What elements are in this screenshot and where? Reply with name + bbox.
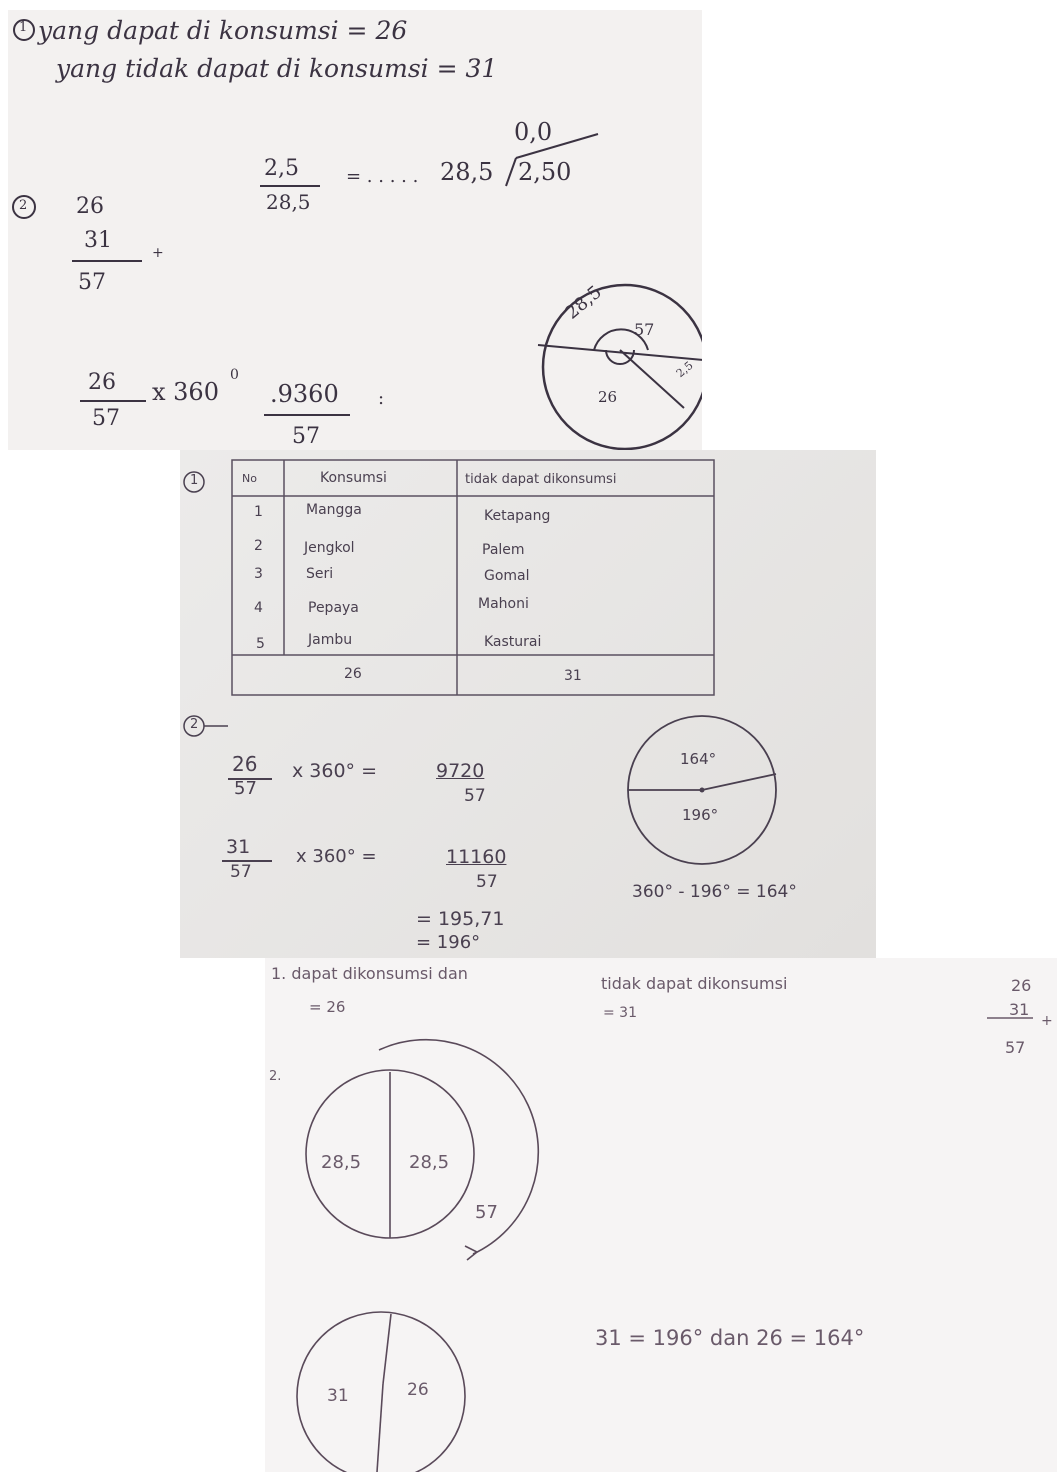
photo1-pie <box>541 283 702 450</box>
photo2-eq1-line <box>228 778 272 780</box>
photo1-add-line <box>72 260 142 262</box>
table-row-1-tidak: Ketapang <box>484 508 551 524</box>
photo1-add-sum: 57 <box>78 270 106 295</box>
photo3-circle2-right: 26 <box>407 1380 429 1400</box>
photo1-longdiv-dividend: 2,50 <box>518 158 572 186</box>
photo2-eq2-den: 57 <box>230 862 252 882</box>
photo3-item1-a: 1. dapat dikonsumsi dan <box>271 964 468 983</box>
photo3-circle1-right: 28,5 <box>409 1152 450 1173</box>
photo1-num1: 1 <box>19 20 28 35</box>
photo2-eq1-op: x 360° = <box>292 760 378 782</box>
photo2-drawings <box>183 459 777 865</box>
table-row-3-no: 3 <box>254 566 263 582</box>
photo3-item2: 2. <box>269 1069 282 1084</box>
table-total-konsumsi: 26 <box>344 666 362 682</box>
photo1-frac2-den: 57 <box>92 406 120 431</box>
photo-notes-3: 1. dapat dikonsumsi dan = 26 tidak dapat… <box>265 958 1057 1472</box>
photo1-pie-label-b: 57 <box>634 320 655 339</box>
table-header-tidak: tidak dapat dikonsumsi <box>465 472 617 487</box>
table-total-tidak: 31 <box>564 668 582 684</box>
photo3-drawings <box>296 1017 1033 1472</box>
photo3-result: 31 = 196° dan 26 = 164° <box>595 1326 865 1350</box>
photo1-longdiv-quotient: 0,0 <box>514 118 553 146</box>
photo3-circle1-outer: 57 <box>475 1202 498 1223</box>
photo3-item1-a-val: = 26 <box>309 998 346 1016</box>
photo3-circle2-left: 31 <box>327 1386 349 1406</box>
photo1-res-line <box>264 414 350 416</box>
photo1-dots: = . . . . . <box>346 166 419 187</box>
photo3-circle2 <box>296 1311 466 1472</box>
photo2-eq1-res-den: 57 <box>464 786 486 806</box>
table-row-1-no: 1 <box>254 504 263 520</box>
photo2-subtraction: 360° - 196° = 164° <box>632 882 797 902</box>
table-row-4-no: 4 <box>254 600 263 616</box>
photo1-line1: yang dapat di konsumsi = 26 <box>38 16 408 45</box>
photo1-res-den: 57 <box>292 424 320 449</box>
photo2-eq2-step1: = 195,71 <box>416 908 505 930</box>
photo1-add-a: 26 <box>76 194 104 219</box>
table-row-5-konsumsi: Jambu <box>308 632 353 648</box>
photo2-eq2-line <box>222 860 272 862</box>
table-header-no: No <box>242 472 257 485</box>
table-row-2-tidak: Palem <box>482 542 525 558</box>
photo2-eq2-step2: = 196° <box>416 932 481 953</box>
photo3-sum-b: 31 <box>1009 1000 1030 1019</box>
photo2-eq1-res-num: 9720 <box>436 760 485 782</box>
photo2-pie-bottom: 196° <box>682 806 719 824</box>
table-row-5-no: 5 <box>256 636 265 652</box>
photo1-line2: yang tidak dapat di konsumsi = 31 <box>56 54 498 83</box>
photo2-eq1-num: 26 <box>232 752 258 776</box>
photo1-frac-top-line <box>260 185 320 187</box>
table-row-4-konsumsi: Pepaya <box>308 600 359 616</box>
photo2-eq2-res-num: 11160 <box>446 846 507 868</box>
photo1-frac2-line <box>80 400 146 402</box>
photo1-add-b: 31 <box>84 228 112 253</box>
photo1-frac-top-den: 28,5 <box>266 190 311 214</box>
photo1-frac2-num: 26 <box>88 370 116 395</box>
photo3-item1-b-val: = 31 <box>603 1005 637 1021</box>
photo1-drawings <box>12 19 702 450</box>
photo2-pie-top: 164° <box>680 750 717 768</box>
table-row-5-tidak: Kasturai <box>484 634 542 650</box>
photo1-eq: : <box>378 388 385 409</box>
photo3-sum-total: 57 <box>1005 1038 1026 1057</box>
photo1-res-num: .9360 <box>270 380 339 408</box>
photo1-pie-label-d: 26 <box>598 388 618 406</box>
photo2-eq2-op: x 360° = <box>296 846 377 867</box>
table-row-2-no: 2 <box>254 538 263 554</box>
table-row-3-tidak: Gomal <box>484 568 530 584</box>
photo3-circle1-left: 28,5 <box>321 1152 362 1173</box>
photo1-frac-top-num: 2,5 <box>264 156 299 181</box>
photo1-longdiv-divisor: 28,5 <box>440 158 494 186</box>
photo2-eq1-den: 57 <box>234 778 257 799</box>
photo2-eq2-num: 31 <box>226 836 251 858</box>
photo3-sum-plus: + <box>1041 1013 1053 1029</box>
photo1-num2: 2 <box>19 198 28 213</box>
photo1-add-sign: + <box>152 245 164 261</box>
photo2-num1: 1 <box>190 473 199 488</box>
photo3-sum-a: 26 <box>1011 976 1032 995</box>
photo-notes-2: 1 2 No Konsumsi tidak dapat dikonsumsi 1… <box>180 450 876 958</box>
photo-notes-1: 1 yang dapat di konsumsi = 26 yang tidak… <box>8 10 702 450</box>
table-row-1-konsumsi: Mangga <box>306 502 362 518</box>
photo2-num2: 2 <box>190 717 199 732</box>
table-row-2-konsumsi: Jengkol <box>304 540 355 556</box>
photo1-degree: 0 <box>230 367 239 383</box>
photo1-times-360: x 360 <box>152 378 219 406</box>
table-header-konsumsi: Konsumsi <box>320 470 387 486</box>
table-row-4-tidak: Mahoni <box>478 596 529 612</box>
photo2-eq2-res-den: 57 <box>476 872 498 892</box>
table-row-3-konsumsi: Seri <box>306 566 334 582</box>
photo3-item1-b: tidak dapat dikonsumsi <box>601 974 788 993</box>
